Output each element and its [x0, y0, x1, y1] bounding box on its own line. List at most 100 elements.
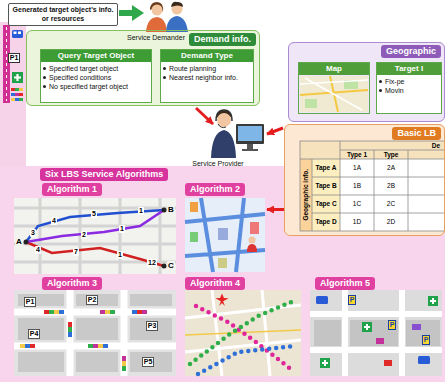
parking-sign: P — [422, 335, 431, 345]
street-map — [105, 310, 110, 314]
street-map — [14, 290, 176, 376]
lbs-table — [300, 141, 445, 231]
flow-arrow — [119, 5, 144, 21]
left-track — [18, 32, 21, 35]
callout-number: 3 — [30, 229, 36, 237]
poi-map — [310, 290, 442, 376]
list-item: Specified target object — [41, 64, 151, 73]
request-arrow — [196, 108, 283, 134]
list-item: Fix-pe — [377, 77, 441, 86]
street-map — [54, 310, 59, 314]
table-cell: 2D — [387, 218, 395, 225]
panel-ground — [284, 124, 445, 236]
route-map — [14, 198, 176, 274]
callout-number: 1 — [138, 207, 144, 215]
route-map — [24, 240, 29, 245]
street-map — [20, 344, 25, 348]
table-cell: 1A — [353, 164, 361, 171]
table-cell: 1D — [353, 218, 361, 225]
callout-box: Generated target object's info. or resou… — [8, 3, 118, 26]
callout-number: 1 — [119, 225, 125, 233]
map-box: Map — [298, 62, 370, 114]
row-header: Tape C — [315, 200, 336, 207]
callout-number: 1 — [117, 251, 123, 259]
panel-ground — [26, 30, 260, 106]
panel-ground — [288, 42, 445, 122]
road-map — [185, 198, 265, 272]
place-label: P1 — [24, 297, 37, 307]
table-cell: 1C — [353, 200, 361, 207]
street-map — [68, 322, 72, 327]
list-item: Nearest neighbor info. — [161, 73, 253, 82]
demander-figure — [171, 2, 183, 7]
info-panel: Demand info.Query Target ObjectSpecified… — [26, 30, 260, 106]
left-track — [11, 93, 15, 96]
left-track — [3, 25, 23, 103]
table-cell: 2A — [387, 164, 395, 171]
row-header: Tape B — [315, 182, 336, 189]
panel-ground — [0, 22, 26, 168]
provider-figure — [247, 144, 253, 149]
poi-map — [430, 298, 436, 304]
map-picture — [300, 76, 368, 112]
request-arrow — [267, 128, 283, 134]
provider-figure — [242, 149, 258, 151]
callout-number: 5 — [91, 210, 97, 218]
parking-sign: P — [348, 295, 357, 305]
street-map — [14, 290, 176, 376]
dot-route-map — [198, 346, 296, 374]
poi-map — [406, 320, 440, 346]
row-header: De — [432, 142, 440, 149]
poi-map — [362, 322, 372, 332]
dot-route-map — [185, 290, 301, 376]
map-picture — [300, 76, 368, 112]
road-map — [218, 228, 228, 240]
street-map — [76, 294, 118, 306]
street-map — [137, 310, 142, 314]
poi-map — [320, 358, 330, 368]
list-heading: Map — [299, 63, 369, 75]
left-track — [11, 88, 15, 91]
left-track — [15, 93, 19, 96]
list-item: Route planning — [161, 64, 253, 73]
role-caption: Service Demander — [127, 34, 185, 42]
axis-label: Geographic info. — [302, 169, 309, 221]
algorithm-tab: Algorithm 4 — [185, 277, 245, 290]
provider-figure — [217, 113, 231, 127]
dot-route-map — [215, 294, 228, 307]
street-map — [18, 352, 64, 372]
street-map — [14, 290, 176, 376]
poi-map — [316, 296, 328, 304]
poi-map — [384, 360, 392, 366]
panel-tab: Basic LB — [392, 127, 441, 140]
provider-figure — [211, 130, 236, 158]
lbs-table — [300, 141, 445, 231]
algorithm-box: Algorithm 2 — [183, 183, 267, 272]
lbs-table — [300, 159, 312, 231]
role-caption: Service Provider — [192, 160, 243, 168]
lbs-table — [300, 141, 445, 231]
panel-ground — [0, 22, 445, 382]
left-track — [15, 98, 19, 101]
list-heading: Target I — [377, 63, 441, 75]
info-panel: GeographicMapTarget IFix-peMovin — [288, 42, 445, 122]
poi-map — [412, 324, 421, 330]
road-map — [185, 198, 265, 272]
road-map — [190, 202, 198, 212]
algorithm-tab: Algorithm 2 — [185, 183, 245, 196]
street-map — [93, 344, 98, 348]
street-map — [130, 318, 172, 340]
dot-route-map — [190, 300, 296, 364]
left-track — [19, 88, 23, 91]
street-map — [132, 310, 137, 314]
callout-number: 7 — [73, 248, 79, 256]
road-map — [218, 258, 227, 268]
point-label: B — [167, 205, 175, 214]
list-heading: Query Target Object — [41, 50, 151, 62]
street-map — [100, 310, 105, 314]
left-track — [14, 32, 17, 35]
callout-number: 12 — [147, 259, 157, 267]
list-heading: Demand Type — [161, 50, 253, 62]
point-label: A — [15, 237, 23, 246]
provider-figure — [236, 124, 264, 144]
